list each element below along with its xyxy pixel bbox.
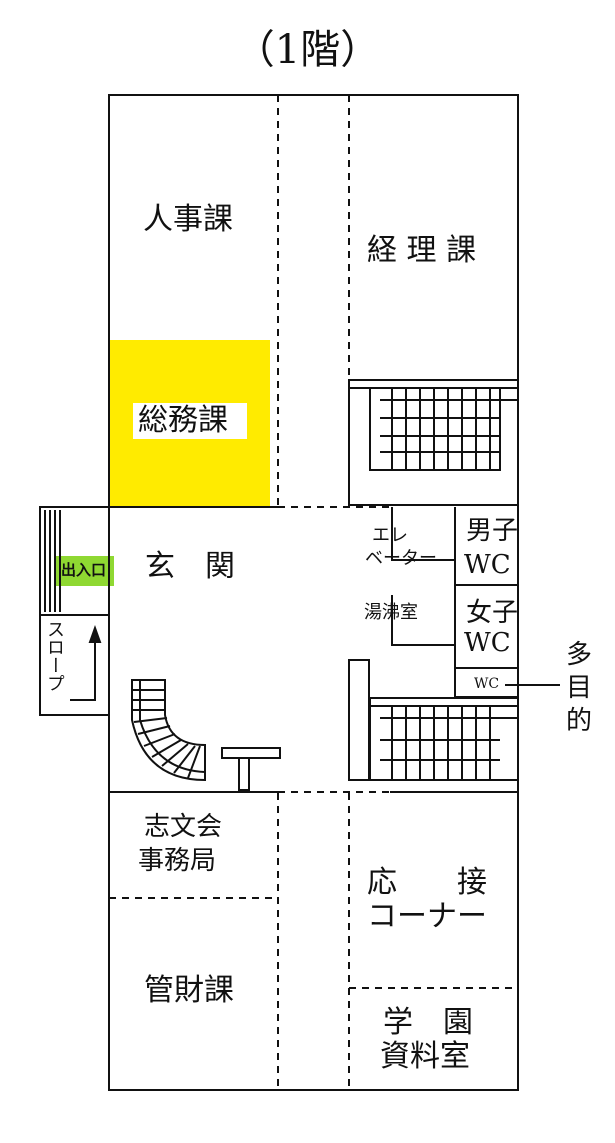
multipurpose-wc: WC [474,676,500,692]
curved-stair [131,679,206,782]
elevator-label-2: ベーター [365,548,437,569]
gakuen-label-2: 資料室 [380,1039,470,1074]
room-genkan: 玄 関 [145,549,235,584]
women-wc-label-2: WC [464,628,511,658]
slope-block [39,614,110,716]
kettle-room: 湯沸室 [364,602,418,623]
shibunkai-label-1: 志文会 [144,812,223,842]
reception-desk [221,747,281,759]
entrance-highlight [56,556,114,586]
multipurpose-label-3: 的 [566,706,593,736]
slope-label: スロープ [44,620,65,692]
shibunkai-label-2: 事務局 [138,846,217,876]
men-wc-label-2: WC [464,550,511,580]
room-keiri: 経 理 課 [367,233,477,268]
room-somu: 総務課 [138,403,228,438]
gakuen-label-1: 学 園 [383,1005,473,1040]
upper-stair-block [348,379,519,506]
entrance-label: 出入口 [61,561,107,579]
floor-title: （1階） [234,27,381,73]
reception-label-1: 応 接 [367,865,487,900]
elevator-label-1: エレ [372,525,408,546]
room-kanzai: 管財課 [144,973,234,1008]
reception-label-2: コーナー [367,899,487,934]
women-wc-label-1: 女子 [466,598,519,628]
multipurpose-label-2: 目 [566,673,593,703]
multipurpose-label-1: 多 [566,640,593,670]
lower-stair-block [369,697,519,781]
somu-label-backdrop [133,403,247,439]
men-wc-label-1: 男子 [466,516,519,546]
room-jinji: 人事課 [143,202,233,237]
